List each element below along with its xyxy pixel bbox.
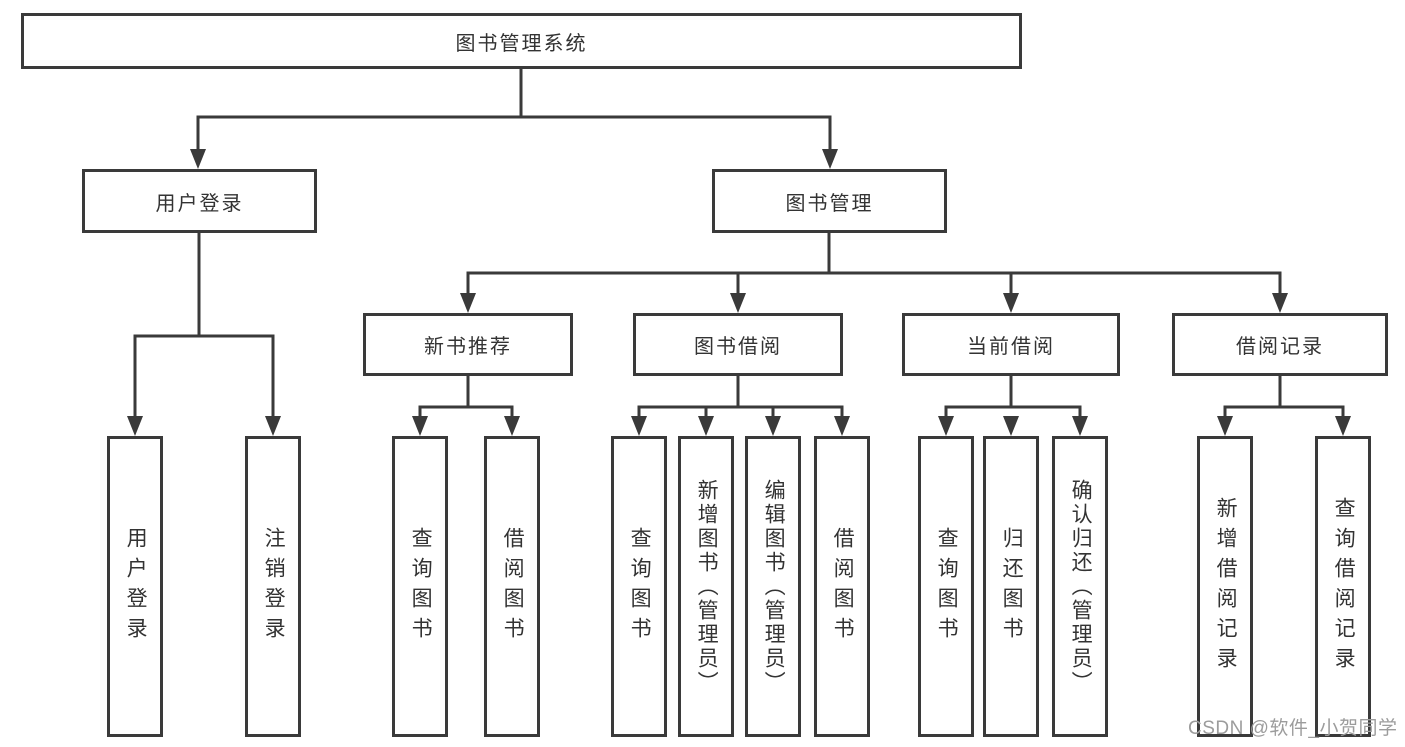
connector-current-borrow-to-leaves [938,373,1088,436]
node-label: 编辑图书（管理员） [762,478,786,695]
branch-current-borrow: 当前借阅 [902,313,1120,376]
node-label: 查询图书 [409,526,433,647]
node-label: 确认归还（管理员） [1069,478,1093,695]
connector-user-login-to-leaves [127,230,281,436]
leaf-logout: 注销登录 [245,436,301,737]
branch-book-borrow: 图书借阅 [633,313,843,376]
arrowhead [730,293,746,313]
arrowhead [265,416,281,436]
arrowhead [190,149,206,169]
leaf-query-books-current: 查询图书 [918,436,974,737]
arrowhead [938,416,954,436]
arrowhead [1003,293,1019,313]
arrowhead [765,416,781,436]
node-label: 注销登录 [262,526,286,647]
node-label: 用户登录 [124,526,148,647]
leaf-confirm-return-admin: 确认归还（管理员） [1052,436,1108,737]
arrowhead [127,416,143,436]
arrowhead [1072,416,1088,436]
arrowhead [460,293,476,313]
connector-new-book-recommend-to-leaves [412,374,520,436]
arrowhead [1217,416,1233,436]
leaf-add-books-admin: 新增图书（管理员） [678,436,734,737]
connector-book-borrow-to-leaves [631,374,850,436]
arrowhead [412,416,428,436]
node-label: 查询借阅记录 [1332,496,1356,677]
leaf-query-books-recommend: 查询图书 [392,436,448,737]
arrowhead [698,416,714,436]
arrowhead [631,416,647,436]
arrowhead [1272,293,1288,313]
node-root: 图书管理系统 [21,13,1022,69]
watermark: CSDN @软件_小贺同学 [1188,718,1398,739]
node-label: 图书管理 [785,192,874,215]
node-label: 借阅图书 [831,526,855,647]
leaf-query-borrow-record: 查询借阅记录 [1315,436,1371,737]
node-label: 当前借阅 [967,336,1055,358]
branch-borrow-records: 借阅记录 [1172,313,1388,376]
node-label: 新书推荐 [424,336,512,358]
branch-new-book-recommend: 新书推荐 [363,313,573,376]
leaf-borrow-books: 借阅图书 [814,436,870,737]
connector-borrow-records-to-leaves [1217,373,1351,436]
leaf-return-books: 归还图书 [983,436,1039,737]
node-label: 查询图书 [628,526,652,647]
arrowhead [1335,416,1351,436]
leaf-edit-books-admin: 编辑图书（管理员） [745,436,801,737]
leaf-borrow-books-recommend: 借阅图书 [484,436,540,737]
node-label: 用户登录 [155,192,244,215]
arrowhead [822,149,838,169]
leaf-add-borrow-record: 新增借阅记录 [1197,436,1253,737]
node-label: 查询图书 [935,526,959,647]
connector-book-management-to-level2 [460,231,1288,313]
node-label: 新增借阅记录 [1214,496,1238,677]
node-label: 借阅图书 [501,526,525,647]
branch-book-management: 图书管理 [712,169,947,233]
arrowhead [834,416,850,436]
branch-user-login: 用户登录 [82,169,317,233]
node-label: 图书管理系统 [455,32,588,55]
arrowhead [504,416,520,436]
leaf-user-login: 用户登录 [107,436,163,737]
node-label: 图书借阅 [694,336,782,358]
node-label: 借阅记录 [1236,336,1324,358]
node-label: 归还图书 [1000,526,1024,647]
arrowhead [1003,416,1019,436]
connector-root-to-level1 [190,67,838,169]
node-label: 新增图书（管理员） [695,478,719,695]
leaf-query-books-borrow: 查询图书 [611,436,667,737]
